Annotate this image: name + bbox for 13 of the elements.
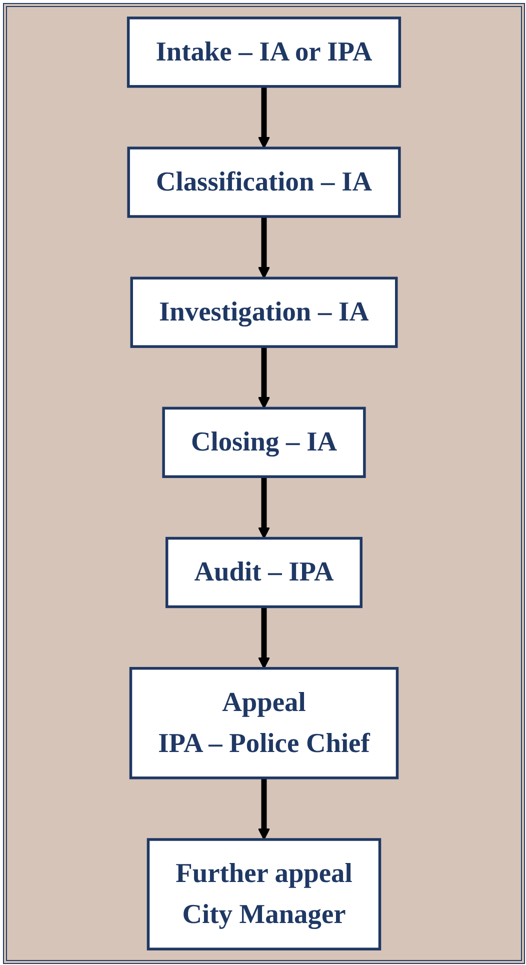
node-box: Audit – IPA — [166, 536, 362, 608]
node-box: Classification – IA — [127, 146, 401, 218]
node-box: Intake – IA or IPA — [126, 16, 402, 88]
arrow — [258, 606, 270, 669]
node-box: Closing – IA — [162, 406, 366, 478]
arrow — [258, 216, 270, 279]
node-box: Appeal IPA – Police Chief — [129, 666, 399, 780]
node-box: Investigation – IA — [130, 276, 398, 348]
arrow — [258, 778, 270, 840]
arrow — [258, 346, 270, 409]
arrow — [258, 86, 270, 149]
node-box: Further appeal City Manager — [146, 838, 382, 950]
arrow — [258, 476, 270, 539]
